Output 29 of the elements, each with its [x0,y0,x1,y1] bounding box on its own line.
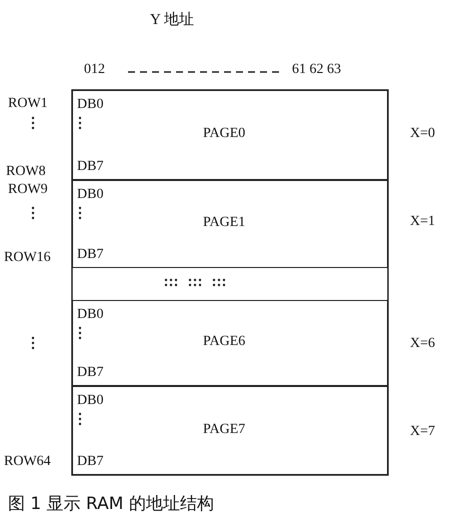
x-label: X=0 [410,126,436,142]
page-box [72,90,388,180]
bit-label: DB0 [77,307,104,323]
page-box [72,300,388,386]
x-label: X=1 [410,214,436,230]
row-label: ROW16 [4,250,51,266]
page-label: PAGE7 [203,422,246,438]
bit-label: DB7 [77,365,104,381]
bit-label: DB0 [77,187,104,203]
row-label: ROW9 [8,182,48,198]
x-label: X=6 [410,336,436,352]
row-label: ROW1 [8,96,48,112]
bit-label: DB0 [77,97,104,113]
x-label: X=7 [410,424,436,440]
bit-label: DB0 [77,393,104,409]
bit-label: DB7 [77,159,104,175]
page-label: PAGE6 [203,334,246,350]
page-label: PAGE1 [203,215,246,231]
page-box [72,386,388,475]
figure-caption: 图 1 显示 RAM 的地址结构 [8,496,214,512]
row-label: ROW64 [4,454,51,470]
bit-label: DB7 [77,454,104,470]
bit-label: DB7 [77,247,104,263]
row-label: ROW8 [6,164,46,180]
address-label: 012 [84,62,105,78]
address-label: 61 62 63 [292,62,341,78]
axis-title: Y 地址 [150,12,194,28]
page-box [72,180,388,268]
page-label: PAGE0 [203,126,246,142]
